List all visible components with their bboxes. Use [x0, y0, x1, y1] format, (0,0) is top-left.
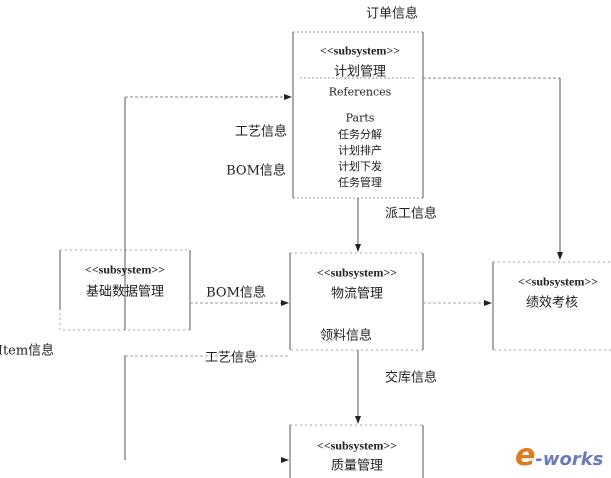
eworks-logo: e-works	[515, 438, 603, 473]
item-info-label: Item信息	[0, 343, 55, 359]
quality-title: 质量管理	[330, 458, 384, 474]
order-info-label: 订单信息	[365, 6, 419, 22]
planning-part-item: 计划下发	[338, 160, 382, 173]
dispatch-info-label: 派工信息	[384, 206, 438, 222]
logo-e: e	[515, 438, 536, 473]
planning-part-item: 任务管理	[338, 176, 382, 189]
bom-info-label: BOM信息	[206, 285, 266, 301]
planning-part-item: 任务分解	[338, 128, 382, 141]
logistics-stereotype: <<subsystem>>	[316, 265, 398, 280]
performance-title: 绩效考核	[525, 295, 579, 311]
bom-info-label: BOM信息	[226, 163, 286, 179]
logo-works: -works	[535, 449, 604, 470]
basic-data-stereotype: <<subsystem>>	[84, 262, 166, 277]
logistics-title: 物流管理	[330, 286, 384, 302]
performance-stereotype: <<subsystem>>	[517, 274, 599, 289]
planning-references: References	[328, 85, 392, 99]
planning-title: 计划管理	[333, 64, 387, 80]
process-info-label: 工艺信息	[204, 350, 258, 366]
planning-part-item: 计划排产	[338, 144, 382, 157]
planning-stereotype: <<subsystem>>	[319, 43, 401, 58]
process-info-label: 工艺信息	[234, 124, 288, 140]
material-info-label: 领料信息	[319, 328, 373, 344]
quality-stereotype: <<subsystem>>	[316, 438, 398, 453]
basic-data-title: 基础数据管理	[85, 284, 165, 300]
delivery-info-label: 交库信息	[384, 370, 438, 386]
planning-parts: Parts	[345, 111, 375, 125]
